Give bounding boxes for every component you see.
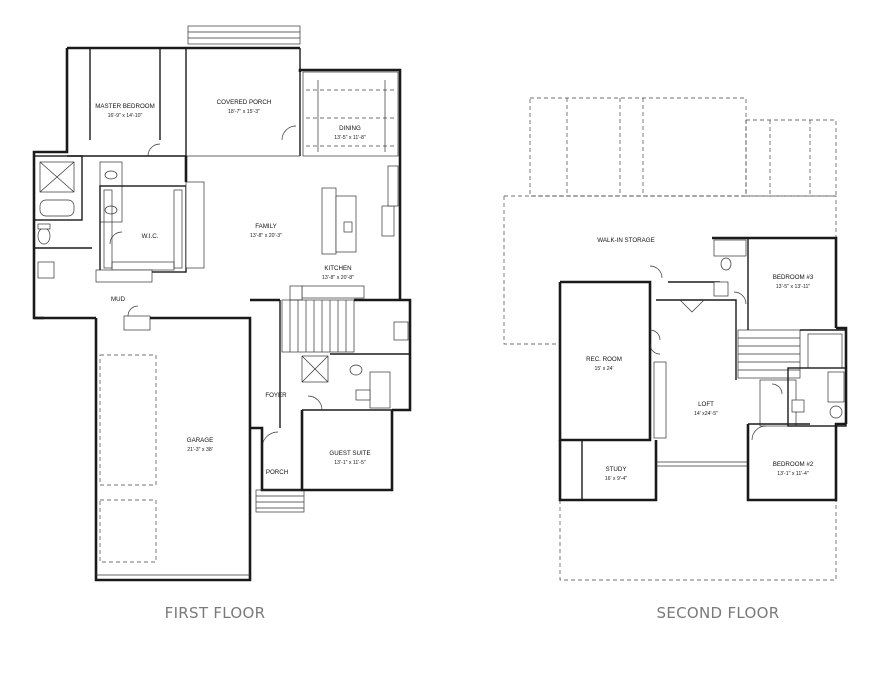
room-dim-kitchen: 13'-8" x 20'-8" bbox=[322, 275, 354, 281]
room-dim-master-bedroom: 16'-9" x 14'-10" bbox=[108, 113, 143, 119]
room-label-family: FAMILY bbox=[255, 223, 277, 230]
room-label-master-bedroom: MASTER BEDROOM bbox=[95, 103, 154, 110]
first-floor-title: FIRST FLOOR bbox=[165, 604, 266, 622]
room-label-covered-porch: COVERED PORCH bbox=[217, 99, 272, 106]
room-dim-dining: 13'-5" x 11'-8" bbox=[334, 135, 366, 141]
room-dim-guest-suite: 13'-1" x 11'-5" bbox=[334, 460, 366, 466]
room-label-garage: GARAGE bbox=[187, 437, 213, 444]
room-label-foyer: FOYER bbox=[265, 392, 287, 399]
room-label-porch: PORCH bbox=[266, 469, 288, 476]
room-dim-bedroom-2: 13'-1" x 11'-4" bbox=[777, 471, 809, 477]
room-dim-rec-room: 15' x 24' bbox=[595, 366, 614, 372]
room-label-bedroom-2: BEDROOM #2 bbox=[773, 461, 814, 468]
second-floor-labels: WALK-IN STORAGE BEDROOM #3 13'-5" x 13'-… bbox=[586, 237, 814, 622]
first-floor-labels: MASTER BEDROOM 16'-9" x 14'-10" COVERED … bbox=[95, 99, 370, 622]
room-label-mud: MUD bbox=[111, 296, 126, 303]
room-label-kitchen: KITCHEN bbox=[324, 265, 351, 272]
room-label-loft: LOFT bbox=[698, 401, 714, 408]
room-label-rec-room: REC. ROOM bbox=[586, 356, 622, 363]
room-dim-bedroom-3: 13'-5" x 13'-11" bbox=[776, 284, 811, 290]
room-dim-garage: 21'-3" x 38' bbox=[187, 447, 212, 453]
room-dim-covered-porch: 18'-7" x 15'-3" bbox=[228, 109, 260, 115]
second-floor-title: SECOND FLOOR bbox=[657, 604, 780, 622]
room-label-guest-suite: GUEST SUITE bbox=[329, 450, 370, 457]
room-label-wic: W.I.C. bbox=[142, 233, 159, 240]
room-dim-study: 16' x 9'-4" bbox=[605, 476, 628, 482]
room-label-dining: DINING bbox=[339, 125, 361, 132]
room-label-study: STUDY bbox=[606, 466, 627, 473]
room-dim-loft: 14' x24'-5" bbox=[694, 411, 718, 417]
first-floor-plan bbox=[32, 25, 412, 582]
room-dim-family: 13'-8" x 20'-3" bbox=[250, 233, 282, 239]
second-floor-plan bbox=[503, 97, 848, 581]
room-label-bedroom-3: BEDROOM #3 bbox=[773, 274, 814, 281]
room-label-walk-in-storage: WALK-IN STORAGE bbox=[597, 237, 654, 244]
